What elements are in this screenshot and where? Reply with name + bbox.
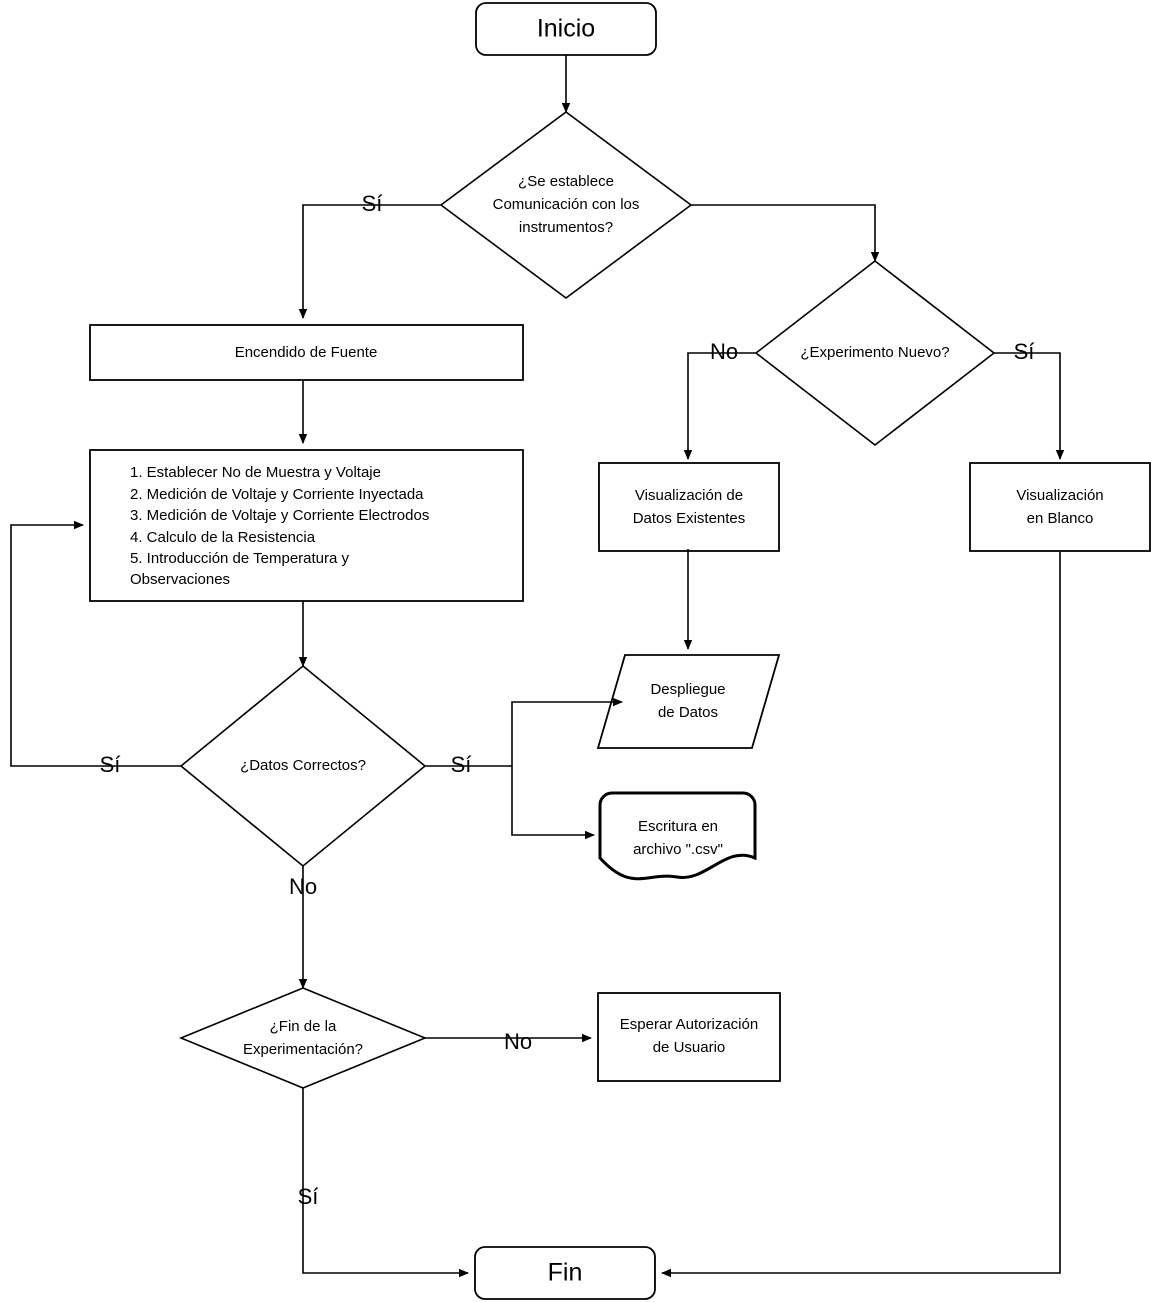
despliegue-datos-line1: Despliegue (650, 681, 725, 698)
edge-label-datos-no: No (289, 874, 317, 899)
pasos-medicion-item-5-cont: Observaciones (130, 571, 230, 588)
visualizacion-blanco-line2: en Blanco (1027, 510, 1094, 527)
esperar-autorizacion-shape (597, 992, 781, 1082)
pasos-medicion-item-2: 2. Medición de Voltaje y Corriente Inyec… (130, 486, 424, 503)
decision-fin-line1: ¿Fin de la (270, 1018, 337, 1035)
escritura-csv-line1: Escritura en (638, 818, 718, 835)
decision-comunicacion-line3: instrumentos? (519, 219, 613, 236)
visualizacion-existentes-line1: Visualización de (635, 487, 743, 504)
pasos-medicion-item-5: 5. Introducción de Temperatura y (130, 550, 350, 567)
edge-label-experimento-no: No (710, 339, 738, 364)
node-fin[interactable]: Fin (474, 1246, 656, 1300)
inicio-label: Inicio (537, 15, 595, 43)
despliegue-datos-shape (596, 654, 781, 749)
decision-comunicacion-line1: ¿Se establece (518, 173, 614, 190)
node-decision-comunicacion[interactable]: ¿Se establece Comunicación con los instr… (439, 111, 693, 299)
edge-label-fin-no: No (504, 1029, 532, 1054)
edge-comunicacion-no-to-experimento (691, 204, 880, 262)
inicio-shape (475, 2, 657, 56)
node-decision-fin-experimentacion[interactable]: ¿Fin de la Experimentación? (178, 987, 428, 1089)
encendido-fuente-label: Encendido de Fuente (235, 344, 378, 361)
edge-label-fin-si: Sí (298, 1184, 319, 1209)
pasos-medicion-item-1: 1. Establecer No de Muestra y Voltaje (130, 464, 381, 481)
visualizacion-blanco-shape (969, 462, 1151, 552)
node-decision-datos[interactable]: ¿Datos Correctos? (179, 664, 427, 868)
edge-label-datos-si-izquierda: Sí (100, 752, 121, 777)
node-visualizacion-existentes[interactable]: Visualización de Datos Existentes (598, 462, 780, 552)
encendido-fuente-shape (89, 324, 524, 381)
edge-experimento-si-to-visualizacion-blanco (994, 352, 1065, 460)
visualizacion-existentes-shape (598, 462, 780, 552)
node-visualizacion-blanco[interactable]: Visualización en Blanco (969, 462, 1151, 552)
esperar-autorizacion-line1: Esperar Autorización (620, 1016, 758, 1033)
visualizacion-blanco-line1: Visualización (1016, 487, 1103, 504)
node-despliegue-datos[interactable]: Despliegue de Datos (596, 654, 781, 749)
decision-datos-label: ¿Datos Correctos? (240, 757, 366, 774)
node-encendido-fuente[interactable]: Encendido de Fuente (89, 324, 524, 381)
decision-fin-line2: Experimentación? (243, 1041, 363, 1058)
node-esperar-autorizacion[interactable]: Esperar Autorización de Usuario (597, 992, 781, 1082)
edge-label-comunicacion-si: Sí (362, 191, 383, 216)
edge-datos-si-to-escritura (511, 766, 595, 840)
pasos-medicion-item-3: 3. Medición de Voltaje y Corriente Elect… (130, 507, 429, 524)
node-pasos-medicion[interactable]: 1. Establecer No de Muestra y Voltaje 2.… (89, 449, 524, 602)
edge-datos-si-to-despliegue (511, 697, 623, 766)
decision-comunicacion-shape (439, 111, 693, 299)
edge-experimento-no-to-visualizacion-existentes (683, 352, 756, 460)
esperar-autorizacion-line2: de Usuario (653, 1039, 726, 1056)
escritura-csv-line2: archivo ".csv" (633, 841, 723, 858)
edge-comunicacion-si-to-encendido (298, 204, 441, 319)
node-inicio[interactable]: Inicio (475, 2, 657, 56)
node-decision-experimento[interactable]: ¿Experimento Nuevo? (754, 259, 996, 447)
decision-comunicacion-line2: Comunicación con los (493, 196, 640, 213)
despliegue-datos-line2: de Datos (658, 704, 718, 721)
edges-layer (10, 55, 1065, 1278)
escritura-csv-shape (598, 791, 757, 881)
decision-experimento-shape (754, 259, 996, 447)
edge-label-experimento-si: Sí (1014, 339, 1035, 364)
fin-shape (474, 1246, 656, 1300)
decision-datos-shape (179, 664, 427, 868)
decision-fin-experimentacion-shape (178, 987, 428, 1089)
visualizacion-existentes-line2: Datos Existentes (633, 510, 746, 527)
pasos-medicion-shape (89, 449, 524, 602)
edge-fin-si-to-fin (302, 1088, 469, 1278)
edge-label-datos-si-derecha: Sí (451, 752, 472, 777)
edge-visualizacion-blanco-to-fin (661, 552, 1061, 1278)
fin-label: Fin (548, 1259, 583, 1287)
node-escritura-csv[interactable]: Escritura en archivo ".csv" (598, 791, 757, 881)
edge-datos-si-to-pasos-loop (10, 520, 181, 767)
decision-experimento-label: ¿Experimento Nuevo? (800, 344, 949, 361)
pasos-medicion-item-4: 4. Calculo de la Resistencia (130, 529, 316, 546)
